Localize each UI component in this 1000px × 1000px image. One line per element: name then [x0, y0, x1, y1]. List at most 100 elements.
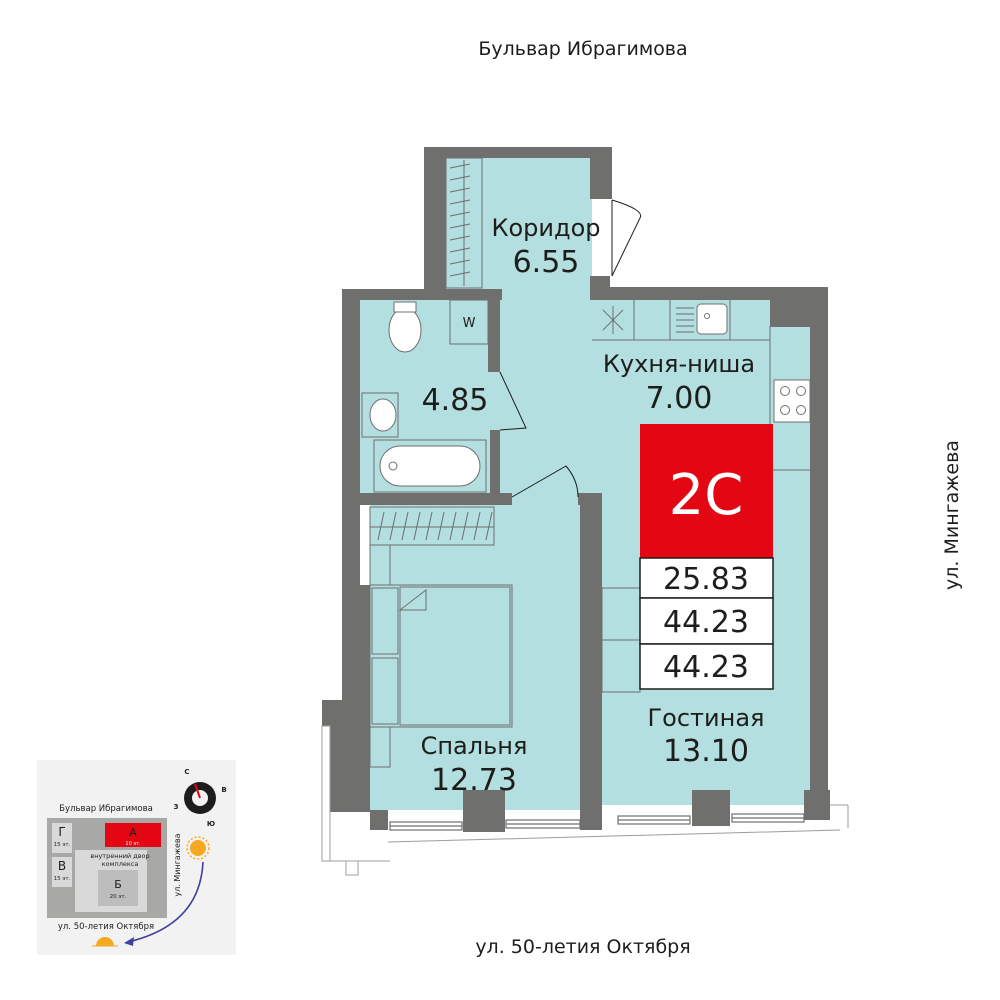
street-label-bottom: ул. 50-летия Октября: [475, 936, 691, 958]
wall: [490, 430, 500, 497]
bedroom-furniture: [369, 506, 513, 768]
minimap-building-v: [52, 857, 72, 887]
windows: [389, 813, 805, 831]
bathtub: [373, 439, 487, 493]
wall: [580, 493, 602, 830]
wall: [330, 726, 370, 812]
living-area-value: 25.83: [663, 562, 749, 597]
street-label-top: Бульвар Ибрагимова: [478, 38, 688, 60]
building-floors: 15 эт.: [54, 842, 71, 848]
dish-drainer-icon: [676, 307, 694, 333]
apartment-type-box: [640, 424, 773, 558]
corridor-name: Коридор: [491, 214, 600, 242]
sunset-icon: [92, 937, 118, 947]
building-floors: 20 эт.: [110, 894, 127, 900]
wardrobe-outline: [445, 157, 483, 289]
wall: [692, 790, 730, 826]
compass-north: С: [184, 768, 189, 776]
corridor-area: 6.55: [513, 245, 580, 280]
building-letter: В: [58, 859, 66, 873]
bedside-table: [369, 726, 391, 768]
washer-label: W: [463, 316, 476, 331]
arrowhead-icon: [124, 937, 134, 946]
corridor-wardrobe: [445, 157, 483, 289]
toilet: [388, 307, 422, 353]
stove: [773, 379, 811, 423]
bedroom-name: Спальня: [421, 732, 528, 760]
total-area-value: 44.23: [663, 605, 749, 640]
sun-icon: [186, 836, 210, 860]
sink-counter: [361, 392, 399, 438]
bathroom-fixtures: [361, 299, 489, 493]
wall: [342, 289, 360, 585]
living-area: 13.10: [663, 734, 749, 769]
pillow: [371, 587, 399, 655]
wall: [463, 790, 505, 832]
pillow: [371, 657, 399, 725]
sink: [369, 398, 397, 432]
courtyard-label: комплекса: [102, 860, 139, 868]
compass-icon: [184, 782, 216, 814]
bedroom-wardrobe: [369, 506, 495, 546]
minimap-street-bottom: ул. 50-летия Октября: [58, 922, 154, 932]
apartment-type: 2С: [669, 463, 744, 528]
corridor-floor: [446, 157, 592, 302]
location-minimap: Бульвар Ибрагимова Г 15 эт. В 15 эт. А 1…: [37, 760, 236, 955]
wall: [342, 493, 512, 505]
compass-south: Ю: [207, 820, 215, 828]
wall: [590, 276, 610, 300]
balcony-outline: [321, 725, 331, 862]
total-area-value-2: 44.23: [663, 650, 749, 685]
room-labels: Коридор 6.55 4.85 Кухня-ниша 7.00 Спальн…: [421, 214, 765, 798]
hall-floor: [490, 290, 602, 505]
wall: [342, 585, 370, 700]
bathroom-door: [499, 371, 527, 431]
courtyard-label: внутренний двор: [90, 852, 149, 860]
living-name: Гостиная: [648, 704, 765, 732]
balcony-post: [345, 860, 359, 876]
wall: [322, 700, 370, 726]
burner-icon: [780, 405, 790, 415]
sun-path-arrow: [127, 861, 204, 943]
bed-mattress: [399, 586, 511, 726]
wall: [342, 289, 502, 300]
bathtub-drain: [388, 461, 398, 471]
bed: [369, 584, 513, 728]
kitchen-area: 7.00: [646, 381, 713, 416]
wardrobe-hangers: [370, 511, 494, 541]
wall: [488, 300, 500, 372]
toilet-tank: [393, 301, 417, 313]
wall: [810, 287, 828, 807]
wall: [424, 147, 612, 158]
area-box: [639, 643, 774, 690]
building-letter: Г: [58, 825, 65, 839]
burner-icon: [796, 405, 806, 415]
kitchen-name: Кухня-ниша: [603, 350, 755, 378]
minimap-street-top: Бульвар Ибрагимова: [59, 804, 153, 814]
bedroom-area: 12.73: [431, 763, 517, 798]
minimap-building-b: [98, 870, 138, 906]
area-box: [639, 557, 774, 599]
blanket-fold: [398, 588, 427, 611]
exterior-lines: [321, 725, 849, 876]
building-floors: 10 эт.: [125, 841, 141, 847]
bathroom-area: 4.85: [422, 383, 489, 418]
facade-line: [387, 829, 841, 843]
compass-east: В: [221, 786, 226, 794]
bedroom-floor: [370, 505, 580, 810]
doors: [499, 199, 642, 498]
wall: [804, 790, 830, 820]
building-floors: 15 эт.: [54, 876, 71, 882]
washing-machine: [449, 299, 489, 345]
bathtub-inner: [379, 445, 481, 487]
compass-west: З: [174, 803, 179, 811]
kitchen-sink: [696, 303, 728, 335]
minimap-building-g: [52, 823, 72, 853]
fridge-icon: [602, 306, 624, 334]
burner-icon: [780, 386, 790, 396]
wall: [424, 147, 446, 290]
apartment-badge: 2С 25.83 44.23 44.23: [639, 424, 774, 690]
wall: [590, 147, 612, 199]
building-letter: А: [129, 826, 137, 839]
